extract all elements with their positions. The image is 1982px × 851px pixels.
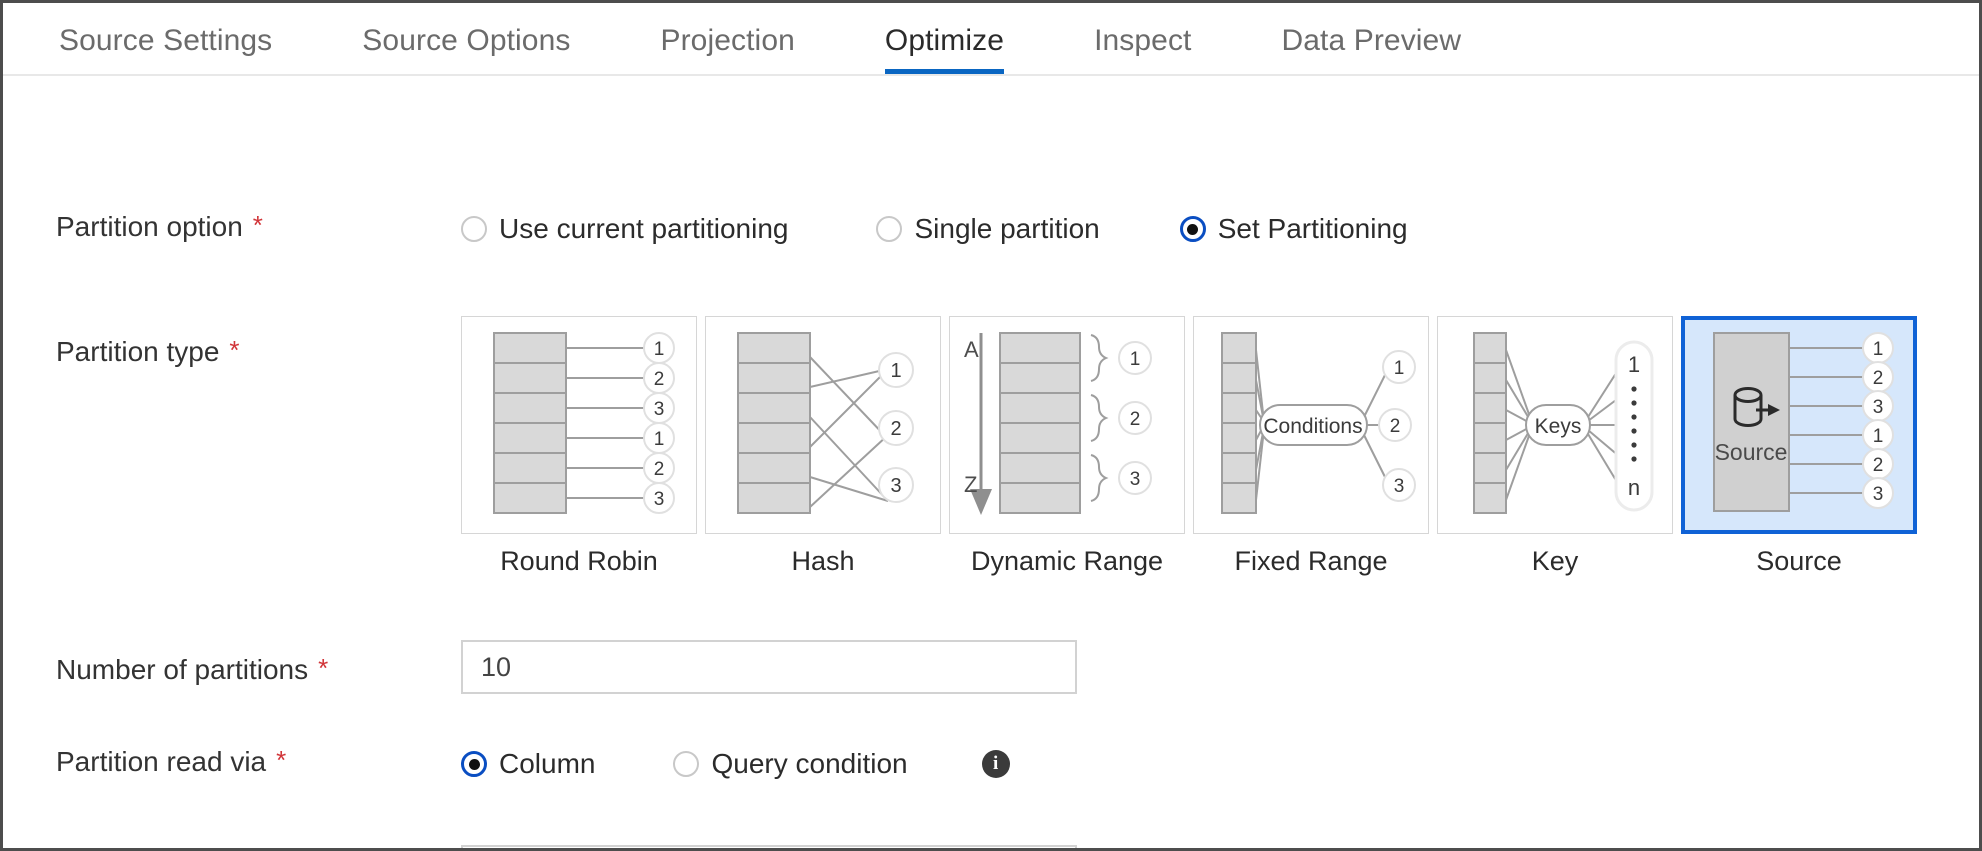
partition-option-radio-group: Use current partitioning Single partitio…: [461, 213, 1408, 245]
svg-text:1: 1: [1130, 349, 1141, 370]
svg-text:1: 1: [1394, 358, 1405, 379]
key-capsule-top-label: 1: [1628, 352, 1640, 377]
svg-text:2: 2: [1390, 416, 1401, 437]
info-icon[interactable]: i: [981, 750, 1010, 778]
partition-type-card-dynamic-range[interactable]: A Z: [949, 316, 1185, 534]
partition-read-via-radio-group: Column Query condition i: [461, 748, 1010, 780]
svg-text:2: 2: [654, 369, 665, 390]
partition-column-dropdown[interactable]: movieId ▼: [461, 845, 1077, 848]
source-node-label: Source: [1715, 439, 1788, 465]
partition-option-label: Partition option *: [56, 210, 263, 243]
radio-column[interactable]: Column: [461, 748, 595, 780]
number-of-partitions-label: Number of partitions *: [56, 653, 329, 686]
required-asterisk: *: [252, 210, 263, 240]
range-start-letter: A: [964, 337, 979, 362]
partition-read-via-label: Partition read via *: [56, 745, 287, 778]
key-diagram-icon: Keys 1 n: [1473, 332, 1654, 514]
dynamic-range-diagram-icon: A Z: [964, 332, 1152, 515]
card-label-key[interactable]: Key: [1531, 546, 1579, 576]
partition-type-card-round-robin[interactable]: 1 2 3 1 2 3: [461, 316, 697, 534]
required-asterisk: *: [318, 653, 329, 683]
svg-text:3: 3: [654, 399, 665, 420]
partition-type-card-source[interactable]: Source 1 2 3 1 2 3: [1681, 316, 1917, 534]
svg-text:2: 2: [1130, 409, 1141, 430]
radio-label: Set Partitioning: [1217, 213, 1408, 244]
partition-type-cards: 1 2 3 1 2 3: [461, 316, 1917, 534]
card-label-dynamic-range[interactable]: Dynamic Range: [970, 546, 1164, 576]
svg-text:2: 2: [1873, 368, 1884, 389]
number-of-partitions-label-text: Number of partitions: [56, 654, 309, 685]
svg-text:2: 2: [654, 459, 665, 480]
source-diagram-icon: Source 1 2 3 1 2 3: [1713, 332, 1894, 512]
tab-projection[interactable]: Projection: [660, 24, 795, 57]
partition-type-card-key[interactable]: Keys 1 n: [1437, 316, 1673, 534]
range-end-letter: Z: [964, 472, 977, 497]
svg-text:2: 2: [890, 418, 901, 440]
database-cylinder-icon: [1733, 387, 1780, 427]
card-label-fixed-range[interactable]: Fixed Range: [1234, 546, 1388, 576]
tab-optimize[interactable]: Optimize: [884, 24, 1005, 74]
required-asterisk: *: [276, 745, 287, 775]
svg-text:1: 1: [890, 360, 901, 382]
card-label-round-robin[interactable]: Round Robin: [500, 546, 658, 576]
key-node-label: Keys: [1535, 415, 1582, 438]
svg-text:1: 1: [1873, 426, 1884, 447]
tab-strip: Source Settings Source Options Projectio…: [3, 3, 1979, 76]
number-of-partitions-input[interactable]: 10: [461, 640, 1077, 694]
card-label-hash[interactable]: Hash: [791, 546, 855, 576]
svg-text:3: 3: [654, 489, 665, 510]
svg-text:3: 3: [1394, 476, 1405, 497]
svg-text:2: 2: [1873, 455, 1884, 476]
partition-read-via-label-text: Partition read via: [56, 746, 267, 777]
radio-circle-selected-icon[interactable]: [461, 751, 487, 777]
radio-label: Column: [499, 748, 596, 779]
tab-data-preview[interactable]: Data Preview: [1281, 24, 1462, 57]
radio-single-partition[interactable]: Single partition: [876, 213, 1100, 245]
chevron-down-icon[interactable]: ▼: [1029, 847, 1051, 848]
partition-type-card-hash[interactable]: 1 2 3: [705, 316, 941, 534]
svg-text:3: 3: [890, 475, 901, 497]
partition-type-label-text: Partition type: [56, 336, 220, 367]
svg-text:3: 3: [1130, 469, 1141, 490]
radio-circle-icon[interactable]: [876, 216, 903, 242]
radio-label: Use current partitioning: [499, 213, 789, 244]
tab-inspect[interactable]: Inspect: [1094, 24, 1192, 57]
required-asterisk: *: [229, 335, 240, 365]
hash-diagram-icon: 1 2 3: [737, 332, 914, 514]
card-label-source[interactable]: Source: [1756, 546, 1842, 576]
radio-circle-icon[interactable]: [673, 751, 700, 777]
round-robin-diagram-icon: 1 2 3 1 2 3: [493, 332, 675, 514]
fixed-range-node-label: Conditions: [1263, 415, 1362, 438]
radio-use-current-partitioning[interactable]: Use current partitioning: [461, 213, 788, 245]
radio-set-partitioning[interactable]: Set Partitioning: [1179, 213, 1408, 245]
key-capsule-bottom-label: n: [1628, 475, 1640, 500]
svg-text:3: 3: [1873, 484, 1884, 505]
radio-query-condition[interactable]: Query condition: [673, 748, 908, 780]
svg-text:1: 1: [654, 339, 665, 360]
partition-option-label-text: Partition option: [56, 211, 243, 242]
radio-label: Query condition: [711, 748, 908, 779]
fixed-range-diagram-icon: Conditions 1 2 3: [1221, 332, 1416, 514]
partition-type-card-labels: Round Robin Hash Dynamic Range Fixed Ran…: [461, 546, 1917, 577]
radio-circle-selected-icon[interactable]: [1179, 216, 1206, 242]
radio-circle-icon[interactable]: [461, 216, 487, 242]
svg-text:1: 1: [1873, 339, 1884, 360]
tab-source-settings[interactable]: Source Settings: [59, 24, 273, 57]
partition-type-label: Partition type *: [56, 335, 240, 368]
tab-source-options[interactable]: Source Options: [362, 24, 571, 57]
partition-type-card-fixed-range[interactable]: Conditions 1 2 3: [1193, 316, 1429, 534]
radio-label: Single partition: [914, 213, 1100, 244]
svg-text:3: 3: [1873, 397, 1884, 418]
svg-text:1: 1: [654, 429, 665, 450]
